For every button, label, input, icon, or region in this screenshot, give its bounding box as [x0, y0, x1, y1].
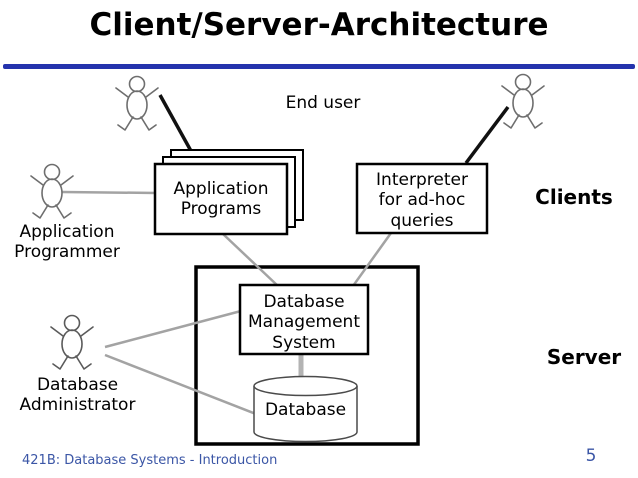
enduser-connector-lines [158, 94, 510, 165]
end-user-label: End user [285, 93, 361, 113]
page-number: 5 [585, 446, 597, 466]
server-region-label: Server [546, 345, 622, 369]
end-user-right-person-icon [501, 73, 545, 129]
title-divider [3, 64, 635, 69]
interpreter-box [355, 162, 489, 235]
footer-text: 421B: Database Systems - Introduction [22, 453, 278, 468]
connector-appprograms-to-dbms [222, 233, 279, 287]
application-programs-label: Application Programs [173, 179, 269, 220]
dbms-label: Database Management System [248, 292, 360, 353]
connector-enduser-left-to-appprograms [158, 94, 193, 152]
connector-enduser-right-to-interpreter [464, 105, 510, 165]
database-administrator-person-icon [50, 314, 94, 370]
application-programs-box-front [153, 162, 289, 236]
application-programs-box [153, 149, 304, 236]
connector-dba-to-database [104, 353, 257, 416]
clients-region-label: Clients [535, 185, 613, 209]
application-programmer-person-icon [30, 163, 74, 219]
dbms-box [238, 283, 370, 356]
connector-lines [61, 190, 393, 416]
connector-programmer-to-appprograms [61, 190, 158, 195]
database-label: Database [264, 400, 347, 420]
end-user-left-person-icon [115, 75, 159, 131]
connector-interpreter-to-dbms [351, 232, 393, 287]
connector-dba-to-dbms [104, 309, 242, 349]
database-cylinder-icon [253, 375, 358, 443]
page-title: Client/Server-Architecture [89, 7, 549, 43]
application-programmer-label: Application Programmer [14, 222, 120, 263]
database-administrator-label: Database Administrator [19, 375, 136, 416]
interpreter-label: Interpreter for ad-hoc queries [376, 170, 468, 231]
